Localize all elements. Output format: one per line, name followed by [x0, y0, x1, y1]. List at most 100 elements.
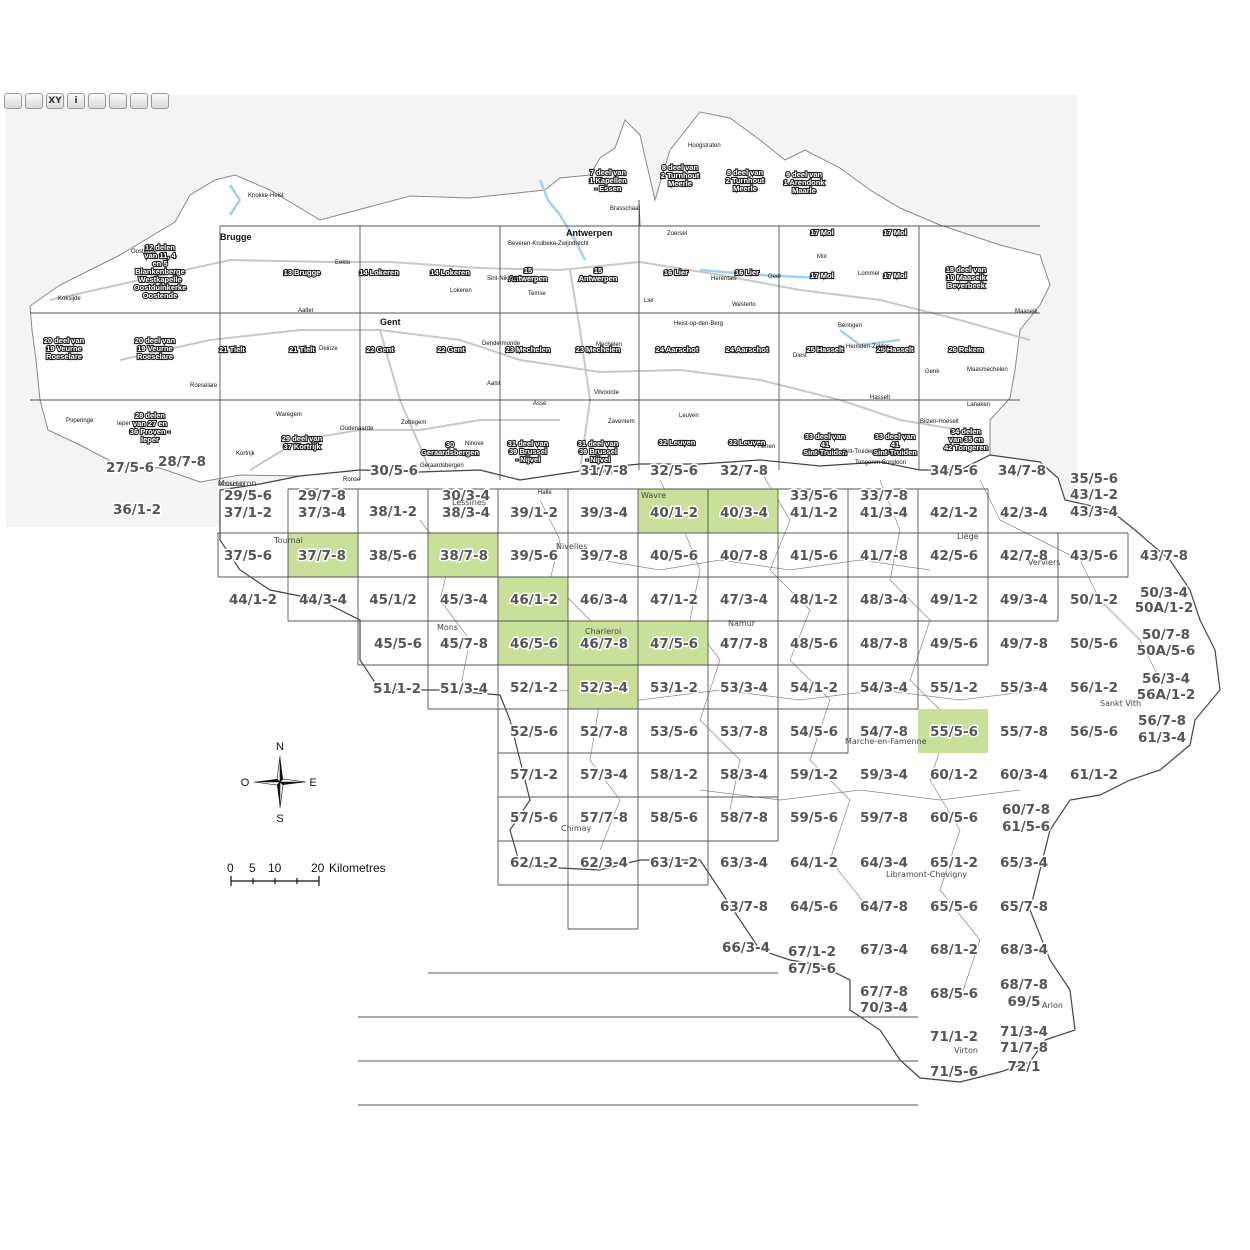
sheet-label: 67/1-2: [788, 944, 836, 960]
sheet-label: 64/3-4: [860, 855, 908, 871]
sheet-label: 61/1-2: [1070, 767, 1118, 783]
town-label: Maasmechelen: [967, 367, 1008, 373]
sheet-label: 71/5-6: [930, 1064, 978, 1080]
sheet-label: 67/7-8: [860, 984, 908, 1000]
sheet-label: 57/7-8: [580, 810, 628, 826]
town-label: Liège: [957, 531, 979, 541]
sheet-label: 46/3-4: [580, 592, 628, 608]
town-label: Hoogstraten: [688, 143, 721, 149]
flanders-sheet-label: 16 Lier: [664, 268, 688, 277]
town-label: Herentals: [711, 276, 737, 282]
town-label: Mouscron: [218, 479, 257, 488]
sheet-label: 40/7-8: [720, 548, 768, 564]
sheet-label: 56/7-8: [1138, 713, 1186, 729]
city-label: Gent: [380, 317, 401, 327]
compass-north: N: [276, 741, 284, 753]
sheet-label: 57/1-2: [510, 767, 558, 783]
print-icon[interactable]: [130, 93, 148, 109]
sheet-label: 46/7-8: [580, 636, 628, 652]
sheet-label: 48/1-2: [790, 592, 838, 608]
sheet-label: 58/5-6: [650, 810, 698, 826]
sheet-label: 41/5-6: [790, 548, 838, 564]
town-label: Oudenaarde: [340, 426, 374, 432]
zoom-icon[interactable]: [4, 93, 22, 109]
sheet-label: 29/7-8: [298, 488, 346, 504]
sheet-label: 63/3-4: [720, 855, 768, 871]
town-label: Charleroi: [585, 627, 621, 636]
flanders-sheet-label: 14 Lokeren: [430, 268, 470, 277]
sheet-label: 38/3-4: [442, 505, 490, 521]
town-label: Arlon: [1042, 1001, 1063, 1010]
sheet-label: 60/3-4: [1000, 767, 1048, 783]
sheet-label: 59/5-6: [790, 810, 838, 826]
town-label: Geraardsbergen: [420, 463, 464, 469]
sheet-label: 60/1-2: [930, 767, 978, 783]
sheet-label: 49/3-4: [1000, 592, 1048, 608]
sheet-label: 40/3-4: [720, 505, 768, 521]
town-label: Virton: [954, 1046, 978, 1055]
town-label: Mouscron: [218, 482, 244, 488]
flanders-sheet-label: 24 Aarschot: [656, 345, 699, 354]
hourglass-icon[interactable]: [151, 93, 169, 109]
sheet-label: 37/5-6: [224, 548, 272, 564]
town-label: Tongeren-Borgloon: [855, 460, 906, 466]
sheet-label: 69/5: [1007, 994, 1040, 1010]
town-label: Maaseik: [1015, 309, 1038, 315]
sheet-label: 64/7-8: [860, 899, 908, 915]
sheet-label: 41/3-4: [860, 505, 908, 521]
sheet-label: 37/1-2: [224, 505, 272, 521]
sheet-label: 29/5-6: [224, 488, 272, 504]
sheet-label: 56A/1-2: [1137, 687, 1196, 703]
sheet-label: 33/7-8: [860, 488, 908, 504]
sheet-label: 64/1-2: [790, 855, 838, 871]
town-label: Aalter: [298, 308, 314, 314]
sheet-label: 65/3-4: [1000, 855, 1048, 871]
town-label: Heist-op-den-Berg: [674, 321, 723, 327]
sheet-label: 49/7-8: [1000, 636, 1048, 652]
flanders-sheet-label: 17 Mol: [883, 228, 906, 237]
town-label: Oostende: [131, 249, 158, 255]
compass-east: E: [309, 777, 316, 789]
xy-icon[interactable]: XY: [46, 93, 64, 109]
town-label: Mol: [817, 254, 827, 260]
sheet-label: 61/5-6: [1002, 819, 1050, 835]
sheet-label: 68/1-2: [930, 942, 978, 958]
town-label: Roeselare: [190, 383, 218, 389]
town-label: Leuven: [679, 413, 699, 419]
measure-icon[interactable]: [88, 93, 106, 109]
sheet-label: 43/7-8: [1140, 548, 1188, 564]
sheet-label: 63/1-2: [650, 855, 698, 871]
sheet-label: 32/5-6: [650, 463, 698, 479]
sheet-label: 70/3-4: [860, 1000, 908, 1016]
town-labels: TournaiMonsNivellesWavreNamurCharleroiLi…: [218, 479, 1141, 1055]
town-label: Poperinge: [66, 418, 94, 424]
scale-bar-icon[interactable]: [109, 93, 127, 109]
sheet-label: 27/5-6: [106, 460, 154, 476]
flanders-grid: [30, 199, 1040, 480]
town-label: Koksijde: [58, 296, 81, 302]
sheet-label: 52/7-8: [580, 724, 628, 740]
town-label: Geel: [768, 274, 781, 280]
sheet-label: 71/3-4: [1000, 1024, 1048, 1040]
sheet-label: 34/7-8: [998, 463, 1046, 479]
flanders-sheet-label: 21 Tielt: [219, 345, 245, 354]
flanders-roads: [49, 258, 1031, 471]
sheet-label: 61/3-4: [1138, 730, 1186, 746]
flanders-sheet-label: 24 Aarschot: [726, 345, 769, 354]
globe-icon[interactable]: [25, 93, 43, 109]
flanders-water: [228, 179, 901, 347]
sheet-label: 59/3-4: [860, 767, 908, 783]
scale-tick-10: 10: [268, 861, 282, 875]
highlight-40-3-4: [708, 489, 778, 533]
info-icon[interactable]: i: [67, 93, 85, 109]
sheet-label: 41/7-8: [860, 548, 908, 564]
scale-unit: Kilometres: [329, 861, 386, 875]
flanders-sheet-label: 25 Hasselt: [806, 345, 844, 354]
